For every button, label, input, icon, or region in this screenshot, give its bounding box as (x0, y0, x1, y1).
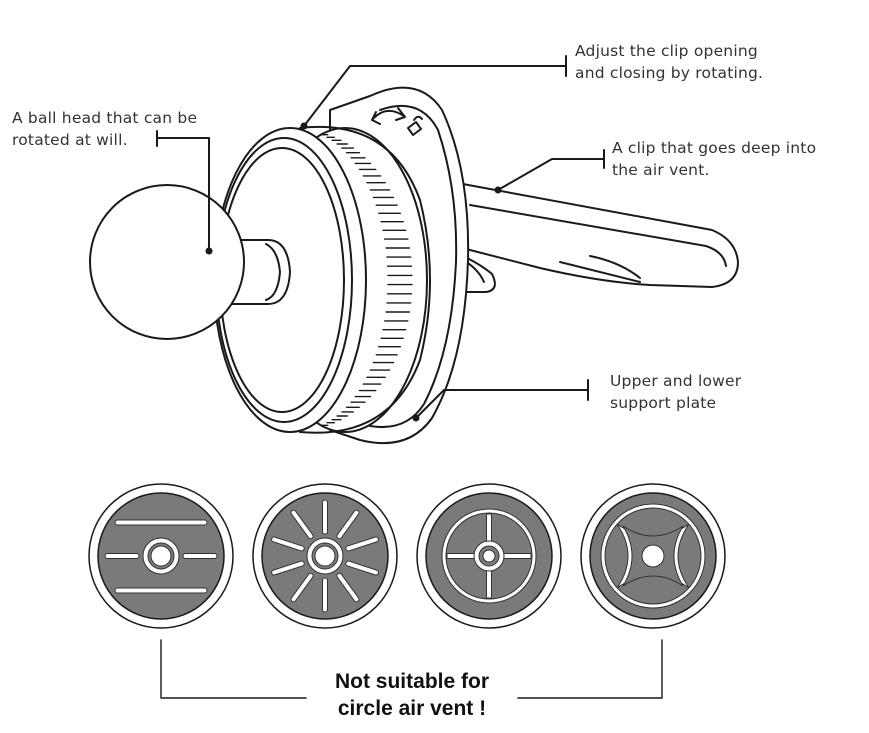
vent-spoke (322, 577, 328, 613)
vent-spoke (336, 572, 360, 603)
lock-icon (407, 115, 423, 136)
vent-spoke (271, 560, 305, 576)
ball-head-label: A ball head that can be rotated at will. (12, 109, 198, 149)
butterfly-vent-icon (580, 483, 726, 629)
support-plate-leader (412, 379, 589, 422)
ball-head (89, 184, 291, 340)
warning-bracket (160, 639, 663, 699)
cross-ring-vent-icon (416, 483, 562, 629)
radial-spoke-vent-icon (252, 483, 398, 629)
deep-clip-label: A clip that goes deep into the air vent. (612, 139, 817, 179)
vent-spoke (345, 536, 379, 552)
horizontal-bar-vent-icon (88, 483, 234, 629)
rotate-arrow-icon (371, 107, 406, 125)
vent-spoke (322, 499, 328, 535)
support-plate-label: Upper and lower support plate (610, 372, 742, 412)
deep-clip-arm (449, 181, 739, 293)
vent-spoke (271, 536, 305, 552)
deep-clip-leader (494, 149, 605, 194)
clip-adjust-leader (300, 55, 567, 130)
vent-spoke (336, 509, 360, 540)
vent-spoke (345, 560, 379, 576)
vent-spoke (290, 572, 314, 603)
clip-adjust-label: Adjust the clip opening and closing by r… (575, 42, 764, 82)
not-suitable-warning: Not suitable for circle air vent ! (334, 670, 489, 720)
vent-spoke (290, 509, 314, 540)
ball-head-leader (156, 130, 213, 255)
